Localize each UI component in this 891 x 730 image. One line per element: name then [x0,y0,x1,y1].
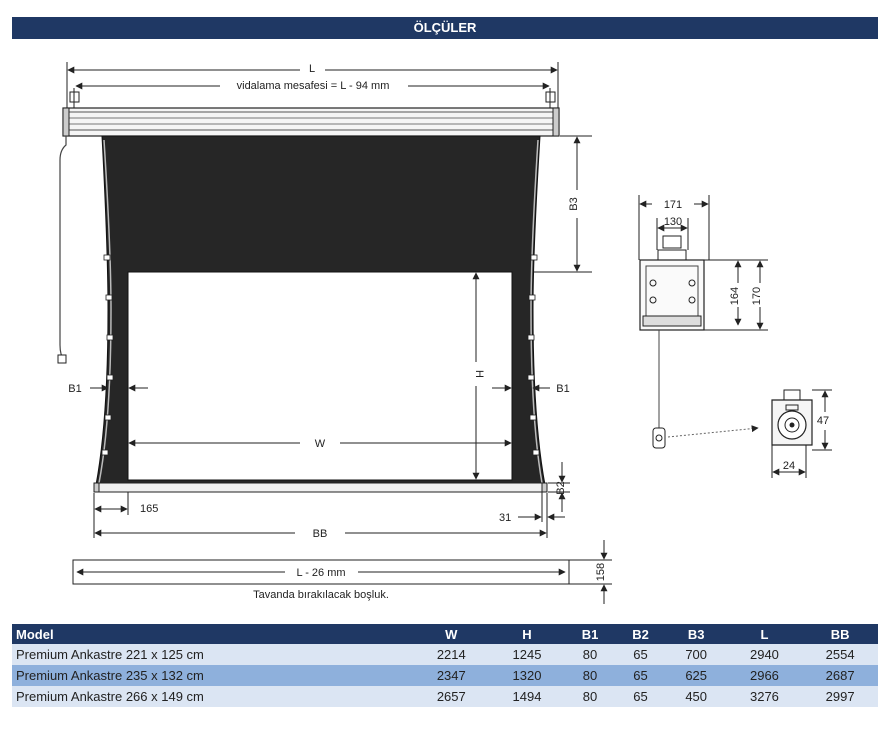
cell-w: 2347 [413,665,490,686]
h-dimension: H [472,272,485,480]
cable-plug [57,354,67,364]
dim-170-label: 170 [751,287,763,305]
cell-model: Premium Ankastre 221 x 125 cm [12,644,414,665]
cell-bb: 2554 [802,644,878,665]
cell-h: 1245 [489,644,565,665]
cell-l: 2940 [726,644,803,665]
w-label: W [315,438,326,450]
dim-165-label: 165 [140,503,158,515]
tension-clips [101,254,540,456]
b3-dimension: B3 [534,135,592,273]
col-header-h: H [489,624,565,644]
col-header-b1: B1 [564,624,616,644]
l-dimension: L vidalama mesafesi = L - 94 mm [66,62,559,110]
b1-right-dimension: B1 [492,383,570,395]
col-header-bb: BB [802,624,878,644]
b2-dimension: B2 [548,462,570,512]
cell-model: Premium Ankastre 235 x 132 cm [12,665,414,686]
cell-model: Premium Ankastre 266 x 149 cm [12,686,414,707]
col-header-b2: B2 [615,624,666,644]
mount-bracket-right [545,88,556,108]
dimension-diagram: L vidalama mesafesi = L - 94 mm [57,62,832,604]
b2-label: B2 [555,481,567,494]
table-header-row: Model W H B1 B2 B3 L BB [12,624,878,644]
mount-bracket-left [69,88,80,108]
cell-h: 1494 [489,686,565,707]
screw-distance-label: vidalama mesafesi = L - 94 mm [237,80,390,92]
cell-b2: 65 [615,665,666,686]
model-dimension-table: Model W H B1 B2 B3 L BB Premium Ankastre… [12,624,878,707]
dim-165: 165 [93,492,158,538]
b3-label: B3 [568,197,580,210]
side-view: 171 130 164 170 [638,195,768,449]
cell-b1: 80 [564,686,616,707]
cell-b2: 65 [615,686,666,707]
dim-164-label: 164 [729,287,741,305]
dim-24-label: 24 [783,460,795,472]
cell-l: 2966 [726,665,803,686]
w-dimension: W [128,438,512,450]
b1-right-label: B1 [556,383,569,395]
motor-detail: 47 24 [771,389,832,478]
col-header-model: Model [12,624,414,644]
cell-b3: 625 [665,665,727,686]
ceiling-gap-label: Tavanda bırakılacak boşluk. [253,589,389,601]
col-header-b3: B3 [665,624,727,644]
table-row: Premium Ankastre 235 x 132 cm 2347 1320 … [12,665,878,686]
dim-158-label: 158 [595,563,607,581]
image-area [127,271,513,481]
cell-bb: 2997 [802,686,878,707]
b1-left-label: B1 [68,383,81,395]
bottom-bar [93,482,548,493]
dim-47-label: 47 [817,415,829,427]
cell-b1: 80 [564,665,616,686]
section-header: ÖLÇÜLER [12,17,878,39]
table-row: Premium Ankastre 221 x 125 cm 2214 1245 … [12,644,878,665]
power-cable [59,136,67,361]
col-header-l: L [726,624,803,644]
b1-left-dimension: B1 [68,383,148,395]
cell-b3: 700 [665,644,727,665]
cell-h: 1320 [489,665,565,686]
cell-b3: 450 [665,686,727,707]
dim-171-label: 171 [664,199,682,211]
cell-bb: 2687 [802,665,878,686]
dim-31: 31 [499,492,565,538]
dim-130-label: 130 [664,216,682,228]
l-label: L [309,63,315,75]
table-row: Premium Ankastre 266 x 149 cm 2657 1494 … [12,686,878,707]
col-header-w: W [413,624,490,644]
cell-b1: 80 [564,644,616,665]
cell-w: 2657 [413,686,490,707]
cell-l: 3276 [726,686,803,707]
dim-31-label: 31 [499,512,511,524]
h-label: H [473,370,485,378]
bb-dimension: BB [94,528,547,540]
bb-label: BB [313,528,328,540]
l-26-label: L - 26 mm [296,567,345,579]
cell-w: 2214 [413,644,490,665]
ceiling-gap: L - 26 mm Tavanda bırakılacak boşluk. 15… [72,540,612,604]
screen-housing [62,107,560,137]
cell-b2: 65 [615,644,666,665]
